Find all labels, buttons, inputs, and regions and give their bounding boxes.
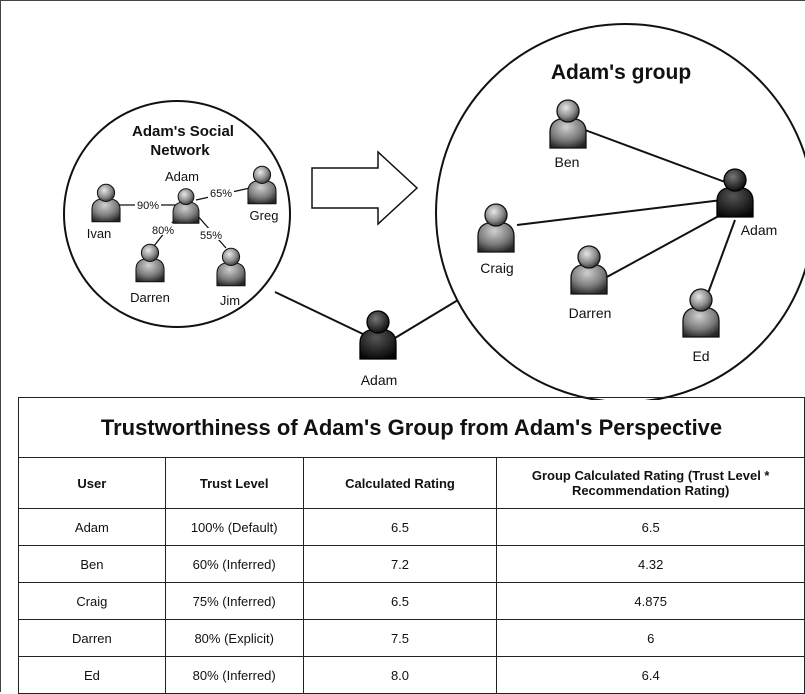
social-network-panel: Adam's Social Network 90% 65% 80% 55% Ad…	[63, 100, 291, 328]
table-header-row: User Trust Level Calculated Rating Group…	[18, 457, 805, 509]
right-arrow-icon	[311, 150, 419, 226]
column-header-calculated-rating: Calculated Rating	[302, 457, 498, 509]
middle-node-label: Adam	[361, 372, 398, 388]
trust-table: Trustworthiness of Adam's Group from Ada…	[18, 397, 805, 694]
cell-user: Ed	[18, 656, 166, 694]
cell-trust-level: 75% (Inferred)	[164, 582, 304, 620]
cell-user: Adam	[18, 508, 166, 546]
column-header-user: User	[18, 457, 166, 509]
group-member-darren: Darren	[569, 305, 612, 321]
edge-label-darren: 80%	[152, 225, 174, 237]
edge-label-ivan: 90%	[137, 200, 159, 212]
cell-calculated-rating: 7.5	[302, 619, 498, 657]
group-member-ben: Ben	[555, 154, 580, 170]
group-member-ed: Ed	[692, 348, 709, 364]
person-label-greg: Greg	[250, 208, 279, 223]
social-network-title-line1: Adam's Social	[132, 123, 234, 140]
person-label-darren-social: Darren	[130, 290, 170, 305]
table-row: Adam 100% (Default) 6.5 6.5	[18, 508, 805, 546]
group-title: Adam's group	[551, 61, 691, 84]
cell-group-rating: 4.32	[496, 545, 805, 583]
group-center-label: Adam	[741, 222, 778, 238]
person-icon-adam-middle	[359, 310, 397, 360]
group-member-craig: Craig	[480, 260, 513, 276]
column-header-trust-level: Trust Level	[164, 457, 304, 509]
connector-right	[394, 299, 459, 339]
table-row: Ben 60% (Inferred) 7.2 4.32	[18, 545, 805, 583]
cell-calculated-rating: 6.5	[302, 508, 498, 546]
person-label-ivan: Ivan	[87, 226, 112, 241]
cell-trust-level: 80% (Explicit)	[164, 619, 304, 657]
table-row: Darren 80% (Explicit) 7.5 6	[18, 619, 805, 657]
cell-group-rating: 6.5	[496, 508, 805, 546]
trust-diagram: Adam's Social Network 90% 65% 80% 55% Ad…	[63, 23, 805, 400]
column-header-group-calculated-rating: Group Calculated Rating (Trust Level * R…	[496, 457, 805, 509]
connector-left	[274, 291, 366, 336]
cell-user: Craig	[18, 582, 166, 620]
cell-trust-level: 100% (Default)	[164, 508, 304, 546]
table-title: Trustworthiness of Adam's Group from Ada…	[18, 397, 805, 458]
edge-label-jim: 55%	[200, 230, 222, 242]
cell-group-rating: 4.875	[496, 582, 805, 620]
person-label-jim: Jim	[220, 293, 240, 308]
cell-user: Darren	[18, 619, 166, 657]
group-panel: Adam's group Adam Ben Craig Darren Ed	[435, 23, 805, 400]
social-center-label: Adam	[165, 169, 199, 184]
cell-trust-level: 80% (Inferred)	[164, 656, 304, 694]
cell-group-rating: 6.4	[496, 656, 805, 694]
cell-group-rating: 6	[496, 619, 805, 657]
cell-user: Ben	[18, 545, 166, 583]
cell-calculated-rating: 8.0	[302, 656, 498, 694]
cell-trust-level: 60% (Inferred)	[164, 545, 304, 583]
table-title-row: Trustworthiness of Adam's Group from Ada…	[18, 397, 805, 458]
cell-calculated-rating: 7.2	[302, 545, 498, 583]
table-row: Ed 80% (Inferred) 8.0 6.4	[18, 656, 805, 694]
table-row: Craig 75% (Inferred) 6.5 4.875	[18, 582, 805, 620]
cell-calculated-rating: 6.5	[302, 582, 498, 620]
social-network-title-line2: Network	[150, 142, 210, 159]
edge-label-greg: 65%	[210, 188, 232, 200]
